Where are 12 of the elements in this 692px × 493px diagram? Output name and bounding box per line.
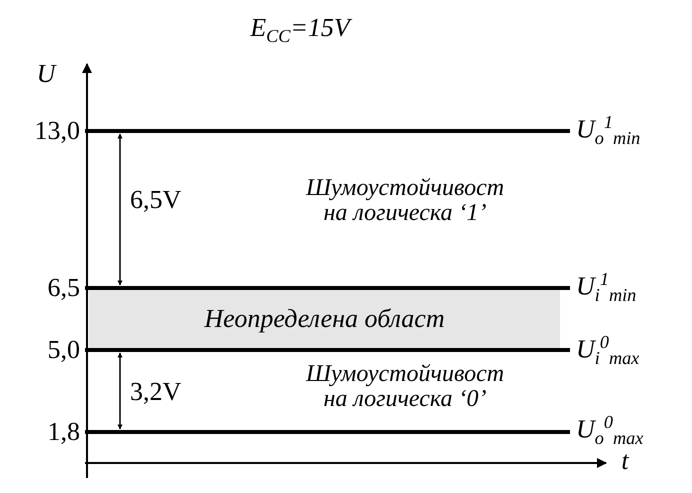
- axis-label: t: [621, 447, 629, 474]
- noise-margin-text: Шумоустойчивост на логическа ‘1’: [304, 176, 506, 226]
- tick-label: 13,0: [34, 117, 80, 144]
- tick-label: 1,8: [48, 418, 80, 446]
- supply-voltage-label: E$_{CC}$=15V: [250, 14, 350, 46]
- dimension-label: 3,2V: [130, 378, 182, 406]
- undefined-region-band: Неопределена област: [89, 290, 560, 348]
- axis-label: U: [36, 60, 56, 88]
- dimension-label: 6,5V: [130, 186, 182, 214]
- tick-label: 6,5: [48, 274, 80, 302]
- noise-margin-text: Шумоустойчивост на логическа ‘0’: [304, 362, 506, 412]
- tick-label: 5,0: [48, 336, 80, 364]
